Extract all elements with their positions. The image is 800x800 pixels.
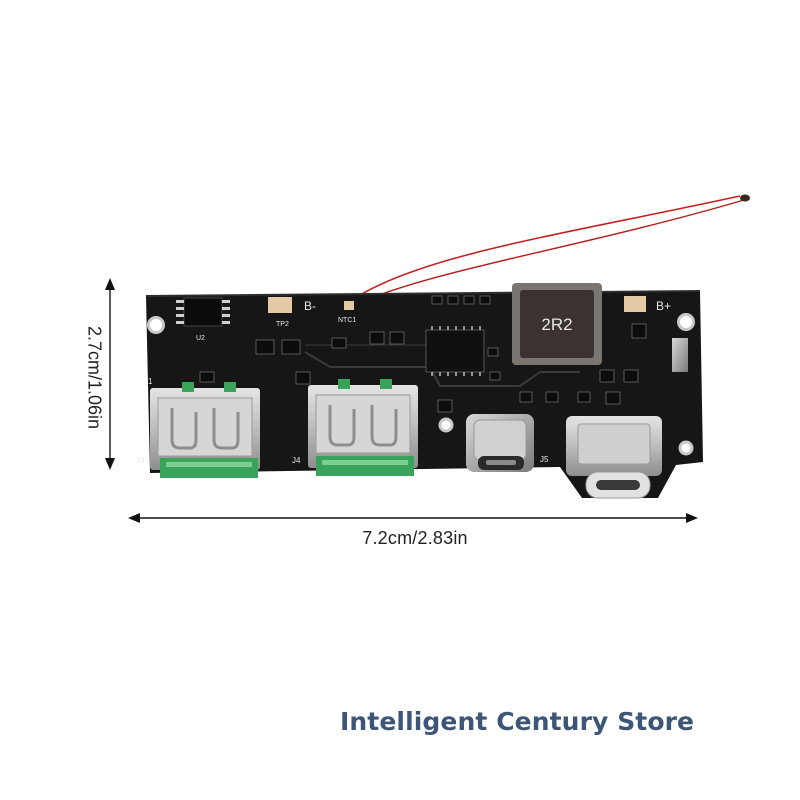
- b-minus-pad: [268, 297, 292, 313]
- smd-components: [199, 295, 647, 413]
- silk-j4: J4: [292, 456, 301, 465]
- height-dimension-arrow: [105, 278, 115, 470]
- silk-pin1: 1: [148, 377, 153, 386]
- silk-tp2: TP2: [276, 321, 289, 328]
- usb-a-port-j3: [150, 382, 260, 478]
- usb-a-port-j4: [308, 379, 418, 476]
- mount-hole: [677, 313, 695, 331]
- width-dimension-arrow: [128, 513, 698, 523]
- silk-ntc: NTC1: [338, 317, 356, 324]
- b-plus-pad: [624, 296, 646, 312]
- mount-hole: [438, 417, 454, 433]
- inductor-marking: 2R2: [541, 315, 572, 334]
- usb-c-port: [466, 414, 534, 472]
- silk-j3: J3: [136, 456, 145, 465]
- thermistor-bead: [740, 194, 750, 202]
- store-watermark: Intelligent Century Store: [340, 707, 695, 736]
- silk-j5: J5: [540, 455, 549, 464]
- silk-b-plus: B+: [656, 299, 671, 313]
- mount-hole: [147, 316, 165, 334]
- width-measurement-label: 7.2cm/2.83in: [362, 528, 468, 548]
- micro-usb-port: [566, 416, 662, 499]
- inductor: 2R2: [512, 283, 602, 365]
- mount-hole: [678, 440, 694, 456]
- main-ic: [425, 326, 485, 376]
- u2-chip: [176, 297, 230, 327]
- height-measurement-label: 2.7cm/1.06in: [84, 325, 105, 430]
- silk-u2: U2: [196, 335, 205, 342]
- push-switch: [672, 338, 688, 372]
- ntc-wire: [351, 194, 750, 305]
- silk-b-minus: B-: [304, 299, 316, 313]
